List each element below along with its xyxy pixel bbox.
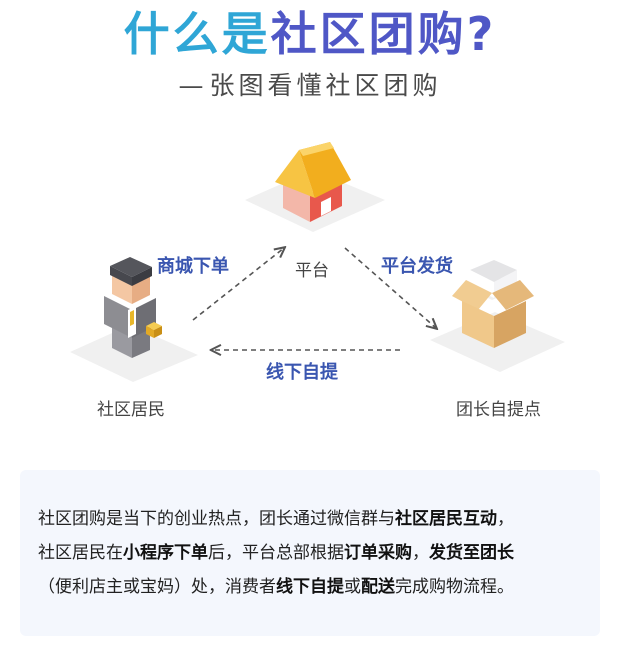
subtitle-dash: — <box>178 71 204 100</box>
description-segment: 后，平台总部根据 <box>208 543 344 563</box>
node-label-resident: 社区居民 <box>97 400 165 420</box>
description-highlight: 小程序下单 <box>123 543 208 563</box>
description-line-2: 社区居民在小程序下单后，平台总部根据订单采购，发货至团长 <box>38 536 594 570</box>
description-text: 社区团购是当下的创业热点，团长通过微信群与社区居民互动， 社区居民在小程序下单后… <box>38 502 594 604</box>
description-segment: （便利店主或宝妈）处，消费者 <box>38 577 276 597</box>
description-segment: ， <box>412 543 429 563</box>
description-highlight: 配送 <box>361 577 395 597</box>
edge-label-platform-ship: 平台发货 <box>381 256 453 277</box>
flow-diagram: 平台 社区居民 团长自提点 商城下单 平台发货 线下自提 <box>0 120 620 460</box>
arrow-platform-ship <box>344 247 436 328</box>
title-part-2: 社区团购? <box>270 7 497 61</box>
description-line-3: （便利店主或宝妈）处，消费者线下自提或配送完成购物流程。 <box>38 570 594 604</box>
diagram-canvas <box>70 142 565 382</box>
description-highlight: 订单采购 <box>344 543 412 563</box>
node-label-leader-pickup: 团长自提点 <box>456 400 541 420</box>
description-segment: 或 <box>344 577 361 597</box>
house-icon <box>275 142 351 222</box>
node-label-platform: 平台 <box>295 261 329 281</box>
description-segment: 完成购物流程。 <box>395 577 514 597</box>
description-segment: 社区团购是当下的创业热点，团长通过微信群与 <box>38 509 395 529</box>
description-highlight: 线下自提 <box>276 577 344 597</box>
description-segment: ， <box>497 509 514 529</box>
page-title: 什么是社区团购? <box>0 2 620 66</box>
page-subtitle: —张图看懂社区团购 <box>0 68 620 104</box>
description-line-1: 社区团购是当下的创业热点，团长通过微信群与社区居民互动， <box>38 502 594 536</box>
description-highlight: 发货至团长 <box>429 543 514 563</box>
subtitle-text: 张图看懂社区团购 <box>209 71 442 100</box>
arrow-mall-order <box>192 248 284 321</box>
description-segment: 社区居民在 <box>38 543 123 563</box>
package-box-icon <box>452 260 534 348</box>
edge-label-mall-order: 商城下单 <box>157 256 229 277</box>
title-part-1: 什么是 <box>123 7 271 61</box>
edge-label-offline-pickup: 线下自提 <box>266 362 338 383</box>
description-highlight: 社区居民互动 <box>395 509 497 529</box>
description-box: 社区团购是当下的创业热点，团长通过微信群与社区居民互动， 社区居民在小程序下单后… <box>20 470 600 636</box>
resident-icon <box>104 257 162 358</box>
